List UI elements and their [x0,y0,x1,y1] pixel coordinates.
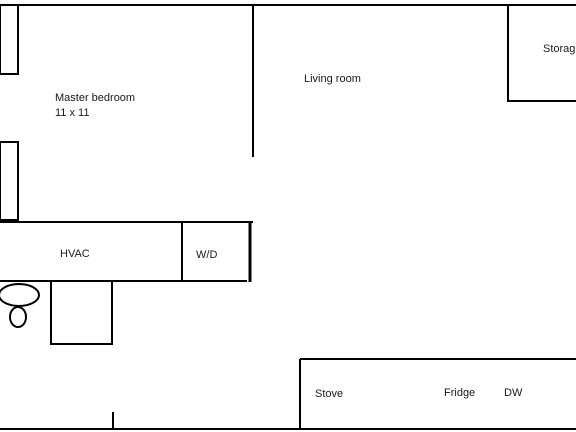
dishwasher-label: DW [504,387,523,399]
living-room-label: Living room [304,73,361,85]
storage-label: Storag [543,43,575,55]
fridge-label: Fridge [444,387,475,399]
shower-stall [50,280,113,345]
master-bedroom-size: 11 x 11 [55,107,89,119]
washer-dryer-label: W/D [196,249,217,261]
toilet-icon [9,306,27,328]
storage-room [507,4,576,102]
sink-icon [0,283,40,307]
stove-label: Stove [315,388,343,400]
hvac-label: HVAC [60,248,90,260]
closet-middle-left [0,141,19,221]
closet-top-left [0,4,19,75]
master-bedroom-label: Master bedroom [55,92,135,104]
